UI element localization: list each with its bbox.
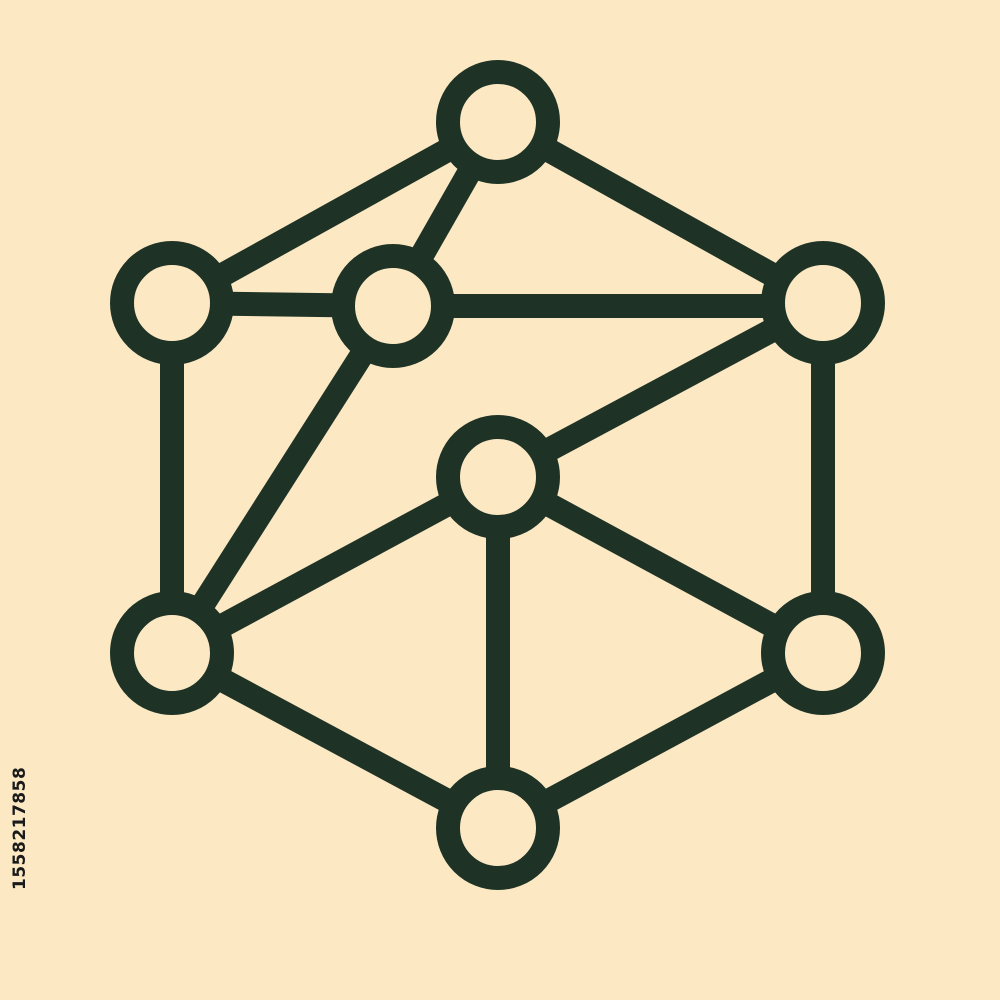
node-bottom xyxy=(436,766,560,890)
watermark-id-text: 1558217858 xyxy=(10,766,30,890)
node-bottom-left xyxy=(110,591,234,715)
node-center xyxy=(436,415,560,539)
edge-top-topright xyxy=(486,110,835,315)
node-top xyxy=(436,60,560,184)
node-inner xyxy=(331,244,455,368)
node-top-left xyxy=(110,241,234,365)
node-top-right xyxy=(761,241,885,365)
edge-inner-bottomleft xyxy=(160,294,405,665)
node-bottom-right xyxy=(761,591,885,715)
nodes xyxy=(110,60,885,890)
edge-top-topleft xyxy=(160,110,510,315)
